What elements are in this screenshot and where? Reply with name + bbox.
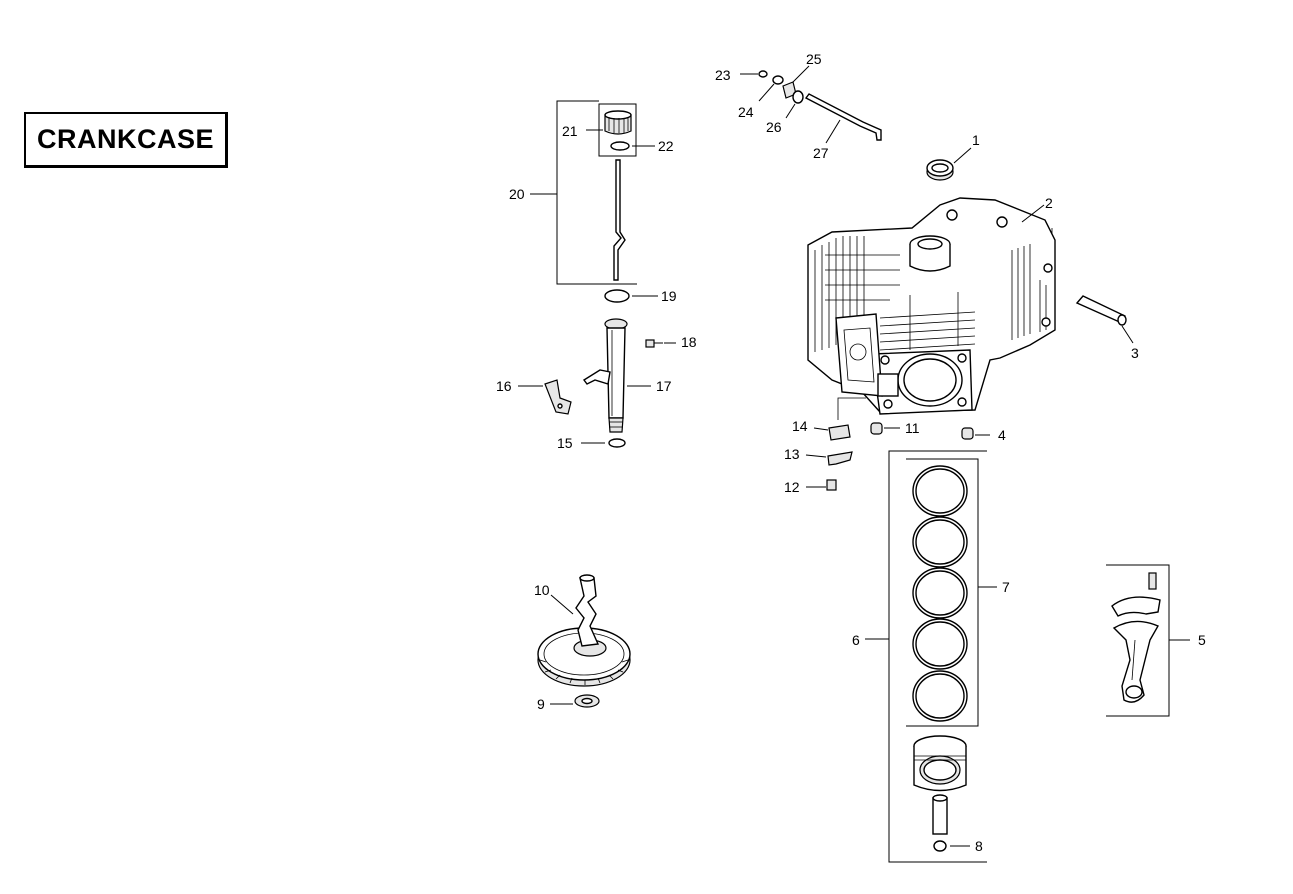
dipstick-assembly [530, 100, 655, 285]
part-9-washer [550, 694, 600, 708]
callout-18: 18 [681, 334, 697, 350]
callout-2: 2 [1045, 195, 1053, 211]
callout-6: 6 [852, 632, 860, 648]
diagram-title: CRANKCASE [36, 124, 214, 154]
part-5-connecting-rod [1106, 564, 1190, 717]
part-19-o-ring [604, 289, 658, 303]
part-18-screw [645, 339, 676, 348]
callout-25: 25 [806, 51, 822, 67]
callout-7: 7 [1002, 579, 1010, 595]
callout-5: 5 [1198, 632, 1206, 648]
callout-23: 23 [715, 67, 731, 83]
callout-10: 10 [534, 582, 550, 598]
callout-14: 14 [792, 418, 808, 434]
piston-group [865, 450, 997, 863]
part-13-plate [805, 451, 853, 466]
callout-4: 4 [998, 427, 1006, 443]
part-14-plate [813, 424, 851, 441]
callout-12: 12 [784, 479, 800, 495]
callout-16: 16 [496, 378, 512, 394]
callout-21: 21 [562, 123, 578, 139]
callout-24: 24 [738, 104, 754, 120]
callout-17: 17 [656, 378, 672, 394]
callout-22: 22 [658, 138, 674, 154]
part-3-pin [1075, 295, 1134, 344]
part-12-screw [806, 479, 837, 491]
callout-8: 8 [975, 838, 983, 854]
part-15-o-ring [581, 438, 626, 448]
part-2-crankcase-block [807, 197, 1056, 420]
part-10-camshaft [537, 574, 631, 687]
part-4-dowel [961, 427, 990, 440]
part-17-dipstick-tube [582, 318, 651, 433]
callout-19: 19 [661, 288, 677, 304]
callout-3: 3 [1131, 345, 1139, 361]
title-box: CRANKCASE [24, 112, 228, 168]
callout-26: 26 [766, 119, 782, 135]
part-1-oil-seal [926, 147, 972, 181]
callout-1: 1 [972, 132, 980, 148]
callout-15: 15 [557, 435, 573, 451]
part-11-dowel [870, 422, 900, 435]
part-16-bracket [518, 379, 572, 415]
callout-27: 27 [813, 145, 829, 161]
callout-9: 9 [537, 696, 545, 712]
callout-11: 11 [905, 420, 920, 436]
callout-20: 20 [509, 186, 525, 202]
callout-13: 13 [784, 446, 800, 462]
breather-group [740, 65, 882, 144]
